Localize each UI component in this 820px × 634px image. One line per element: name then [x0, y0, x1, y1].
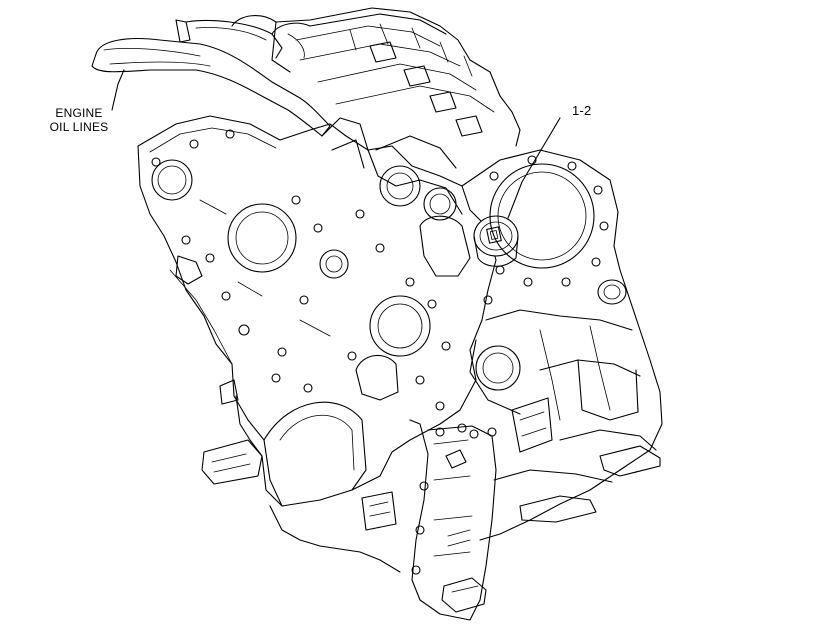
engine-oil-lines-label-line1: ENGINE — [55, 106, 103, 120]
part-reference-label: 1-2 — [572, 103, 592, 118]
oil-lines-pipe — [91, 19, 331, 137]
leader-part-1-2 — [507, 117, 561, 219]
leader-lines — [111, 69, 561, 219]
oil-filter-housing — [321, 117, 519, 277]
leader-engine-oil-lines — [111, 69, 125, 111]
engine-oil-lines-label-line2: OIL LINES — [49, 120, 109, 134]
lower-bolts — [411, 423, 497, 575]
liner-bolts — [483, 155, 609, 305]
engine-oil-lines-label: ENGINE OIL LINES — [44, 106, 114, 134]
engine-top-cover — [231, 7, 521, 147]
cover-bolts — [151, 129, 451, 411]
front-timing-cover — [137, 115, 497, 507]
cylinder-block-rear — [461, 149, 663, 541]
lower-block — [201, 379, 497, 621]
oil-filter-element — [473, 215, 519, 267]
